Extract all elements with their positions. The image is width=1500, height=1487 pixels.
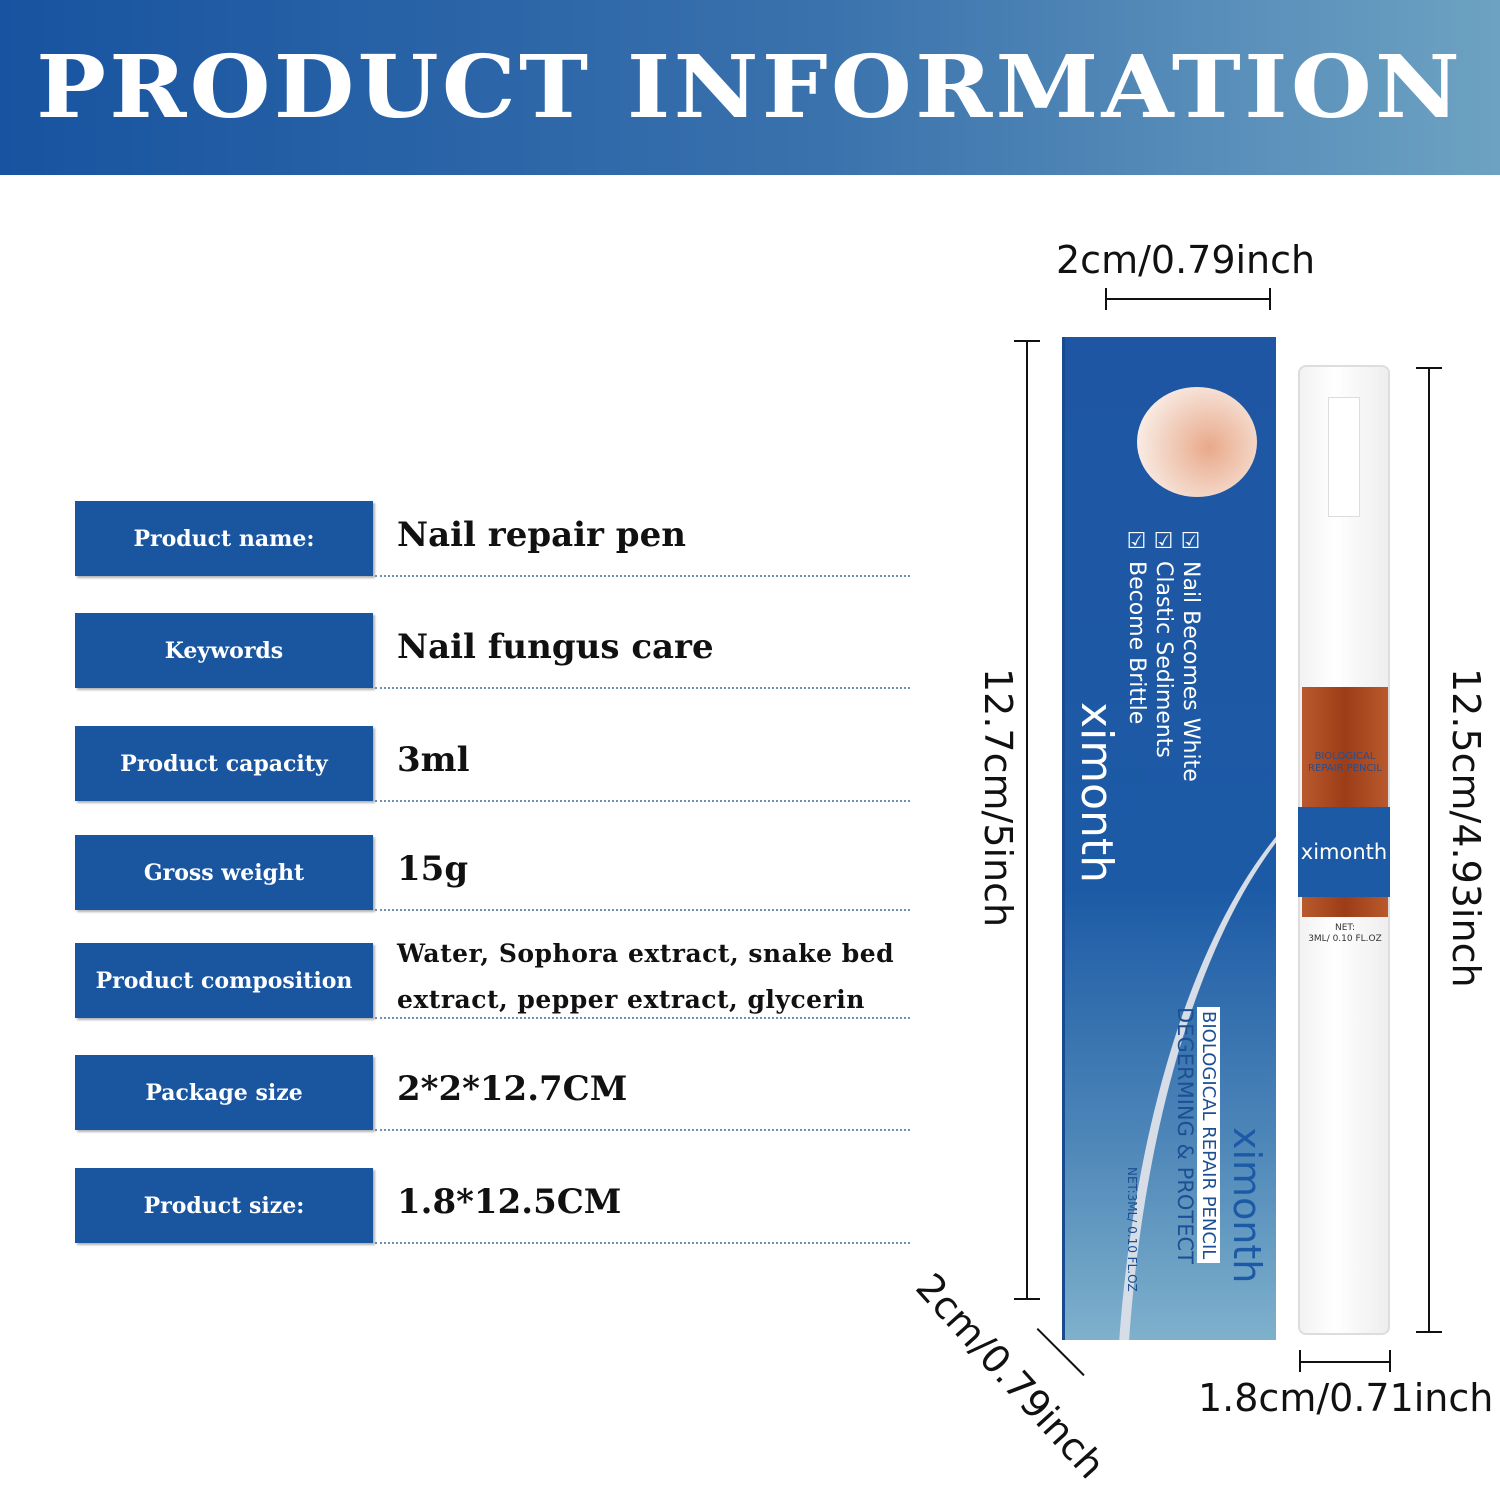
- row-label: Keywords: [75, 613, 373, 688]
- divider: [375, 575, 910, 577]
- box-height-label: 12.7cm/5inch: [976, 668, 1020, 928]
- info-row: Product size: 1.8*12.5CM: [75, 1168, 910, 1244]
- row-label: Product capacity: [75, 726, 373, 801]
- info-row: Product capacity 3ml: [75, 726, 910, 802]
- info-row: Product composition Water, Sophora extrac…: [75, 939, 910, 1019]
- tagline: DEGERMING & PROTECT: [1173, 1007, 1197, 1264]
- dimension-line: [1026, 340, 1028, 1300]
- dimension-line: [1300, 1361, 1390, 1363]
- pen-width-label: 1.8cm/0.71inch: [1198, 1376, 1494, 1420]
- dimension-tick: [1269, 288, 1271, 310]
- feature-list: ☑ Nail Becomes White ☑ Clastic Sediments…: [1123, 529, 1204, 782]
- row-value: 2*2*12.7CM: [397, 1069, 628, 1109]
- dimension-tick: [1014, 340, 1040, 342]
- feature-item: ☑ Clastic Sediments: [1151, 529, 1176, 758]
- divider: [375, 1129, 910, 1131]
- info-row: Gross weight 15g: [75, 835, 910, 911]
- product-box-image: ☑ Nail Becomes White ☑ Clastic Sediments…: [1062, 337, 1276, 1340]
- toe-illustration: [1137, 387, 1257, 497]
- dimension-tick: [1389, 1350, 1391, 1372]
- row-value: Nail fungus care: [397, 627, 714, 667]
- info-row: Keywords Nail fungus care: [75, 613, 910, 689]
- pen-brand-label: ximonth: [1298, 807, 1390, 897]
- divider: [375, 1242, 910, 1244]
- box-width-label: 2cm/0.79inch: [1056, 238, 1316, 282]
- brand-logo-small: ximonth: [1225, 1127, 1269, 1284]
- divider: [375, 687, 910, 689]
- dimension-line: [1428, 367, 1430, 1333]
- divider: [375, 1017, 910, 1019]
- row-value: 15g: [397, 849, 469, 889]
- row-label: Product composition: [75, 943, 373, 1018]
- pen-image: BIOLOGICAL REPAIR PENCIL ximonth NET:3ML…: [1298, 365, 1390, 1335]
- net-volume: NET:3ML/ 0.10 FL.OZ: [1125, 1167, 1139, 1292]
- divider: [375, 800, 910, 802]
- dimension-tick: [1105, 288, 1107, 310]
- pen-height-label: 12.5cm/4.93inch: [1444, 668, 1488, 988]
- row-label: Package size: [75, 1055, 373, 1130]
- row-label: Gross weight: [75, 835, 373, 910]
- pen-product-line: BIOLOGICAL REPAIR PENCIL: [1308, 751, 1382, 774]
- pen-brush-tip: [1328, 397, 1360, 517]
- row-value: Nail repair pen: [397, 515, 686, 555]
- row-label: Product size:: [75, 1168, 373, 1243]
- pen-net: NET:3ML/ 0.10 FL.OZ: [1308, 923, 1382, 944]
- dimension-tick: [1416, 1331, 1442, 1333]
- dimension-tick: [1299, 1350, 1301, 1372]
- divider: [375, 909, 910, 911]
- brand-logo: ximonth: [1071, 702, 1122, 884]
- feature-item: ☑ Become Brittle: [1124, 529, 1149, 725]
- product-line: BIOLOGICAL REPAIR PENCIL: [1197, 1007, 1220, 1264]
- dimension-line: [1105, 298, 1271, 300]
- row-value: Water, Sophora extract, snake bed extrac…: [397, 939, 895, 1014]
- header-banner: PRODUCT INFORMATION: [0, 0, 1500, 175]
- feature-item: ☑ Nail Becomes White: [1178, 529, 1203, 782]
- info-row: Package size 2*2*12.7CM: [75, 1055, 910, 1131]
- row-value: 1.8*12.5CM: [397, 1182, 622, 1222]
- row-value: 3ml: [397, 740, 470, 780]
- row-label: Product name:: [75, 501, 373, 576]
- dimension-tick: [1416, 367, 1442, 369]
- info-row: Product name: Nail repair pen: [75, 501, 910, 577]
- dimension-tick: [1014, 1298, 1040, 1300]
- page-title: PRODUCT INFORMATION: [36, 37, 1464, 138]
